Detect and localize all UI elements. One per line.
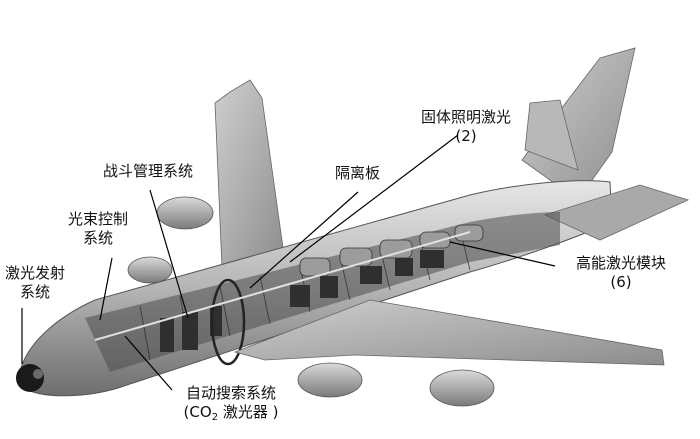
left-wing: [214, 79, 286, 269]
leader-bulkhead: [249, 191, 359, 289]
nose-turret-lens: [33, 369, 43, 379]
label-bulkhead: 隔离板: [335, 164, 380, 183]
right-horizontal-stabilizer: [543, 184, 690, 241]
label-solid-state-laser-line1: 固体照明激光: [420, 108, 511, 126]
bulkhead-disc: [210, 278, 246, 366]
right-wing: [233, 299, 665, 366]
label-high-energy-laser: 高能激光模块 (6): [566, 254, 676, 292]
label-laser-emission: 激光发射 系统: [2, 264, 68, 302]
label-auto-search-subscript: 2: [211, 412, 219, 423]
label-auto-search-line2: (CO2 激光器 ): [168, 403, 294, 424]
leader-lines: [21, 134, 556, 391]
leader-beam-control: [99, 257, 113, 321]
label-auto-search: 自动搜索系统 (CO2 激光器 ): [168, 384, 294, 424]
right-engine-inner: [297, 362, 363, 398]
leader-solid-state-laser: [289, 134, 459, 263]
label-beam-control-line1: 光束控制: [67, 210, 128, 228]
left-horizontal-stabilizer: [524, 99, 579, 171]
label-high-energy-laser-line2: (6): [610, 273, 632, 291]
label-beam-control-line2: 系统: [82, 229, 113, 247]
label-auto-search-line2-suffix: 激光器 ): [218, 403, 279, 421]
label-high-energy-laser-line1: 高能激光模块: [575, 254, 666, 272]
left-engine-outer: [156, 196, 214, 230]
label-battle-management-line1: 战斗管理系统: [103, 162, 194, 180]
leader-auto-search: [124, 335, 173, 391]
label-solid-state-laser-line2: (2): [455, 127, 477, 145]
label-bulkhead-line1: 隔离板: [335, 164, 381, 182]
beam-tube: [94, 231, 471, 341]
label-auto-search-line2-prefix: (CO: [183, 403, 212, 421]
left-engine-inner: [127, 256, 173, 284]
right-engine-outer: [429, 369, 495, 407]
label-battle-management: 战斗管理系统: [103, 162, 193, 181]
label-solid-state-laser: 固体照明激光 (2): [408, 108, 524, 146]
leader-battle-management: [149, 189, 189, 319]
label-laser-emission-line1: 激光发射: [4, 264, 65, 282]
label-auto-search-line1: 自动搜索系统: [185, 384, 276, 402]
leader-high-energy-laser: [449, 241, 556, 267]
label-beam-control: 光束控制 系统: [64, 210, 132, 248]
label-laser-emission-line2: 系统: [19, 283, 50, 301]
